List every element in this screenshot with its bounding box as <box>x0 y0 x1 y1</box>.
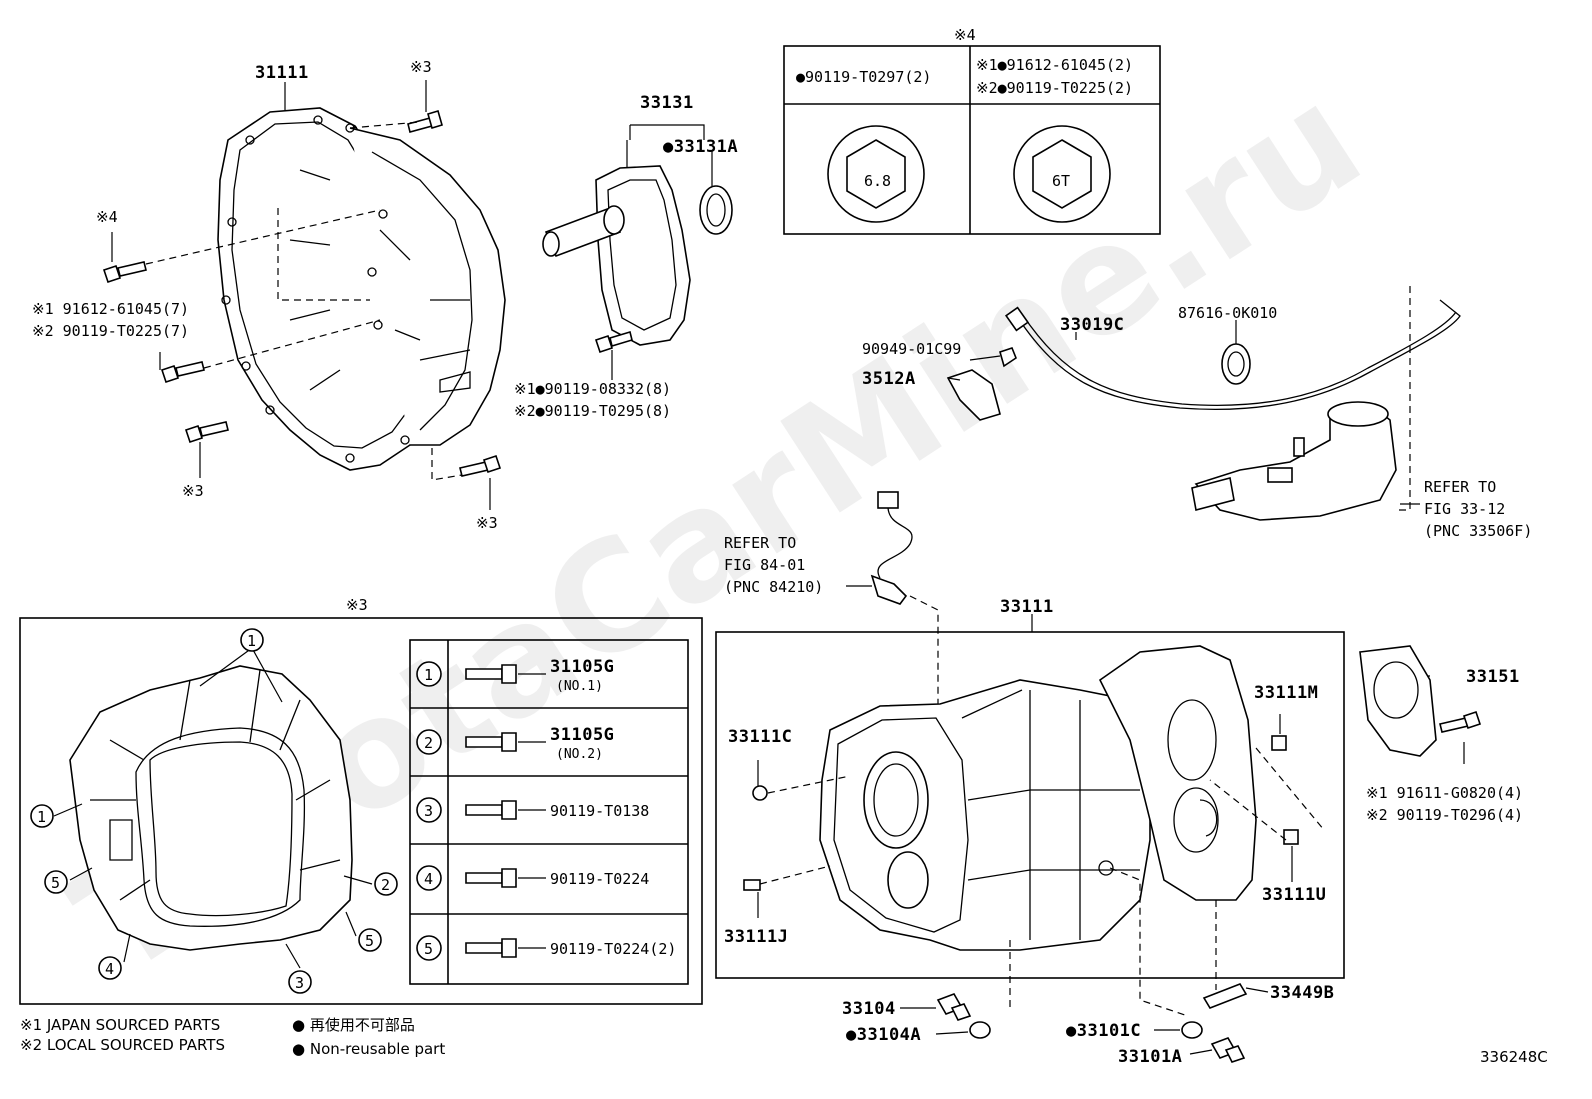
label-33131: 33131 <box>640 93 694 113</box>
label-33104: 33104 <box>842 999 896 1019</box>
label-3512A: 3512A <box>862 369 916 389</box>
legend-row-number: 3 <box>424 802 433 820</box>
breather-hose-drawing <box>946 299 1461 521</box>
label-33111-mid: 33111 <box>1000 597 1054 617</box>
refer-mid-3: (PNC 84210) <box>724 578 823 596</box>
clutch-housing-drawing <box>217 107 506 471</box>
legend-row-number: 4 <box>424 870 433 888</box>
speed-sensor-drawing <box>870 491 913 605</box>
bolt-head-icon <box>501 868 517 888</box>
label-ast3-top: ※3 <box>410 58 432 76</box>
label-bolt-right-2: ※2 90119-T0296(4) <box>1366 806 1523 824</box>
label-33449B: 33449B <box>1270 983 1334 1003</box>
label-bolt-left-2: ※2 90119-T0225(7) <box>32 322 189 340</box>
hexbox-header: ※4 <box>954 26 976 44</box>
label-33019C: 33019C <box>1060 315 1124 335</box>
label-bolt-mid-1: ※1●90119-08332(8) <box>514 380 671 398</box>
bolt-icon <box>465 736 503 748</box>
label-33111M: 33111M <box>1254 683 1318 703</box>
bolt-icon <box>594 334 614 354</box>
legend-row-part: 31105G <box>550 725 614 745</box>
bolt-head-icon <box>501 664 517 684</box>
legend-row-number: 5 <box>424 940 433 958</box>
label-ast4-left: ※4 <box>96 208 118 226</box>
hexbox-right-label-2: ※2●90119-T0225(2) <box>976 79 1133 97</box>
note-nonreusable-jp: ● 再使用不可部品 <box>292 1016 415 1034</box>
label-31111: 31111 <box>255 63 309 83</box>
bolt-icon <box>465 668 503 680</box>
hexbox-right-label-1: ※1●91612-61045(2) <box>976 56 1133 74</box>
bolt-icon <box>102 110 502 477</box>
refer-mid-2: FIG 84-01 <box>724 556 805 574</box>
label-33111C: 33111C <box>728 727 792 747</box>
label-ast3-lower-left: ※3 <box>182 482 204 500</box>
footer-notes: ※1 JAPAN SOURCED PARTS ※2 LOCAL SOURCED … <box>20 1016 1548 1066</box>
callout-1-a: 1 <box>247 632 256 650</box>
label-bolt-right-1: ※1 91611-G0820(4) <box>1366 784 1523 802</box>
note-local-sourced: ※2 LOCAL SOURCED PARTS <box>20 1036 225 1054</box>
callout-1-b: 1 <box>37 808 46 826</box>
transmission-case-box <box>715 614 1345 979</box>
note-japan-sourced: ※1 JAPAN SOURCED PARTS <box>20 1016 220 1034</box>
bolt-icon <box>465 942 503 954</box>
bolt-head-icon <box>501 938 517 958</box>
legend-row-number-circle <box>416 661 442 687</box>
hexbox-right-mark: 6T <box>1052 172 1070 190</box>
bearing-retainer-drawing <box>542 165 733 346</box>
label-33131A: ●33131A <box>663 137 738 157</box>
refer-right-2: FIG 33-12 <box>1424 500 1505 518</box>
label-33111U: 33111U <box>1262 885 1326 905</box>
legend-row-part: 90119-T0138 <box>550 802 649 820</box>
legend-row-number: 1 <box>424 666 433 684</box>
legend-row-number-circle <box>416 729 442 755</box>
fastener-legend-box: ※3 1 1 2 3 4 5 5 1 31105G (NO.1) 2 31105G (NO… <box>19 596 703 1005</box>
refer-right-1: REFER TO <box>1424 478 1496 496</box>
label-33101C: ●33101C <box>1066 1021 1141 1041</box>
callout-5-a: 5 <box>51 874 60 892</box>
callout-4: 4 <box>105 960 114 978</box>
callout-5-b: 5 <box>365 932 374 950</box>
label-33101A: 33101A <box>1118 1047 1182 1067</box>
legend-row-number-circle <box>416 935 442 961</box>
legend-row-number-circle <box>416 797 442 823</box>
hexbox-left-label: ●90119-T0297(2) <box>796 68 931 86</box>
hexbox-left-mark: 6.8 <box>864 172 891 190</box>
label-bolt-left-1: ※1 91612-61045(7) <box>32 300 189 318</box>
label-90949-01C99: 90949-01C99 <box>862 340 961 358</box>
label-87616-0K010: 87616-0K010 <box>1178 304 1277 322</box>
hex-bolt-table: ※4 ●90119-T0297(2) ※1●91612-61045(2) ※2●… <box>783 26 1161 235</box>
bolt-head-icon <box>501 732 517 752</box>
legend-row-part: 31105G <box>550 657 614 677</box>
refer-mid-1: REFER TO <box>724 534 796 552</box>
legend-row-part: 90119-T0224(2) <box>550 940 676 958</box>
bolt-icon <box>465 872 503 884</box>
label-bolt-mid-2: ※2●90119-T0295(8) <box>514 402 671 420</box>
refer-right-3: (PNC 33506F) <box>1424 522 1532 540</box>
legend-row-sub: (NO.1) <box>556 679 603 694</box>
label-33151: 33151 <box>1466 667 1520 687</box>
bolt-icon <box>465 804 503 816</box>
note-nonreusable-en: ● Non-reusable part <box>292 1040 445 1058</box>
label-ast3-lower-mid: ※3 <box>476 514 498 532</box>
legend-box-header: ※3 <box>346 596 368 614</box>
bolt-head-icon <box>501 800 517 820</box>
label-33104A: ●33104A <box>846 1025 921 1045</box>
callout-2: 2 <box>381 876 390 894</box>
label-33111J: 33111J <box>724 927 788 947</box>
rear-seal-plate-drawing <box>1359 645 1482 757</box>
legend-row-sub: (NO.2) <box>556 747 603 762</box>
callout-3: 3 <box>295 974 304 992</box>
legend-row-number: 2 <box>424 734 433 752</box>
legend-row-part: 90119-T0224 <box>550 870 649 888</box>
figure-id: 336248C <box>1480 1048 1548 1066</box>
plugs-drawing <box>936 983 1248 1063</box>
legend-row-number-circle <box>416 865 442 891</box>
